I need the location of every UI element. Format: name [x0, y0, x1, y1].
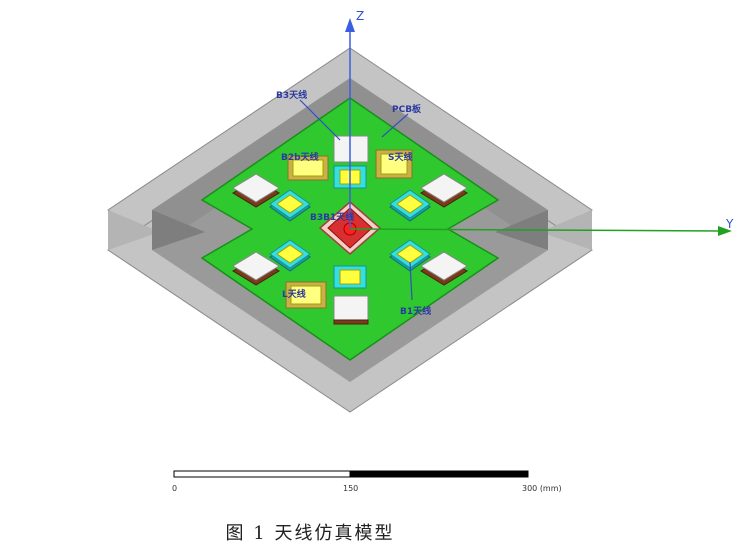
- label-b1: B1天线: [400, 305, 431, 317]
- scale-tick-150: 150: [343, 484, 358, 493]
- coordinate-axes: Z Y: [345, 9, 734, 236]
- l-antenna-patch: [290, 285, 322, 305]
- patch-ll-yellow: [276, 244, 304, 264]
- y-axis-arrow-icon: [718, 226, 732, 236]
- scale-tick-300: 300 (mm): [522, 484, 562, 493]
- label-l: L天线: [282, 288, 306, 300]
- scale-bar-black-segment: [349, 470, 529, 478]
- z-axis-arrow-icon: [345, 18, 355, 32]
- scale-tick-0: 0: [172, 484, 177, 493]
- label-b2b: B2b天线: [281, 151, 319, 163]
- bottom-antenna-base: [333, 319, 369, 325]
- tile-upper-left: [232, 173, 280, 203]
- z-axis-label: Z: [356, 9, 364, 23]
- label-pcb: PCB板: [392, 103, 422, 115]
- tile-upper-right: [420, 173, 468, 203]
- patch-ur-yellow: [396, 194, 424, 214]
- label-s: S天线: [388, 151, 412, 163]
- b3-leader: [299, 99, 341, 141]
- b2b-antenna-patch: [292, 159, 324, 177]
- patch-bottom-yellow: [339, 269, 361, 285]
- label-leaders: [299, 99, 413, 301]
- tile-lower-left: [232, 251, 280, 281]
- component-labels: B3天线 PCB板 B2b天线 S天线 B3B1天线 L天线 B1天线: [276, 89, 431, 317]
- y-axis: [349, 228, 721, 232]
- label-b3: B3天线: [276, 89, 307, 101]
- tile-lower-right: [420, 251, 468, 281]
- label-b3b1: B3B1天线: [310, 211, 354, 223]
- scale-bar-white-segment: [173, 470, 351, 478]
- pcb-leader: [381, 113, 409, 138]
- y-axis-label: Y: [725, 217, 734, 231]
- b1-leader: [409, 261, 413, 301]
- patch-ul-yellow: [276, 194, 304, 214]
- bottom-antenna-tile: [333, 295, 369, 323]
- scale-bar: 0 150 300 (mm): [172, 470, 562, 493]
- s-antenna-patch: [380, 153, 408, 175]
- antenna-elements: [232, 135, 468, 325]
- figure-caption: 图 1 天线仿真模型: [225, 523, 395, 544]
